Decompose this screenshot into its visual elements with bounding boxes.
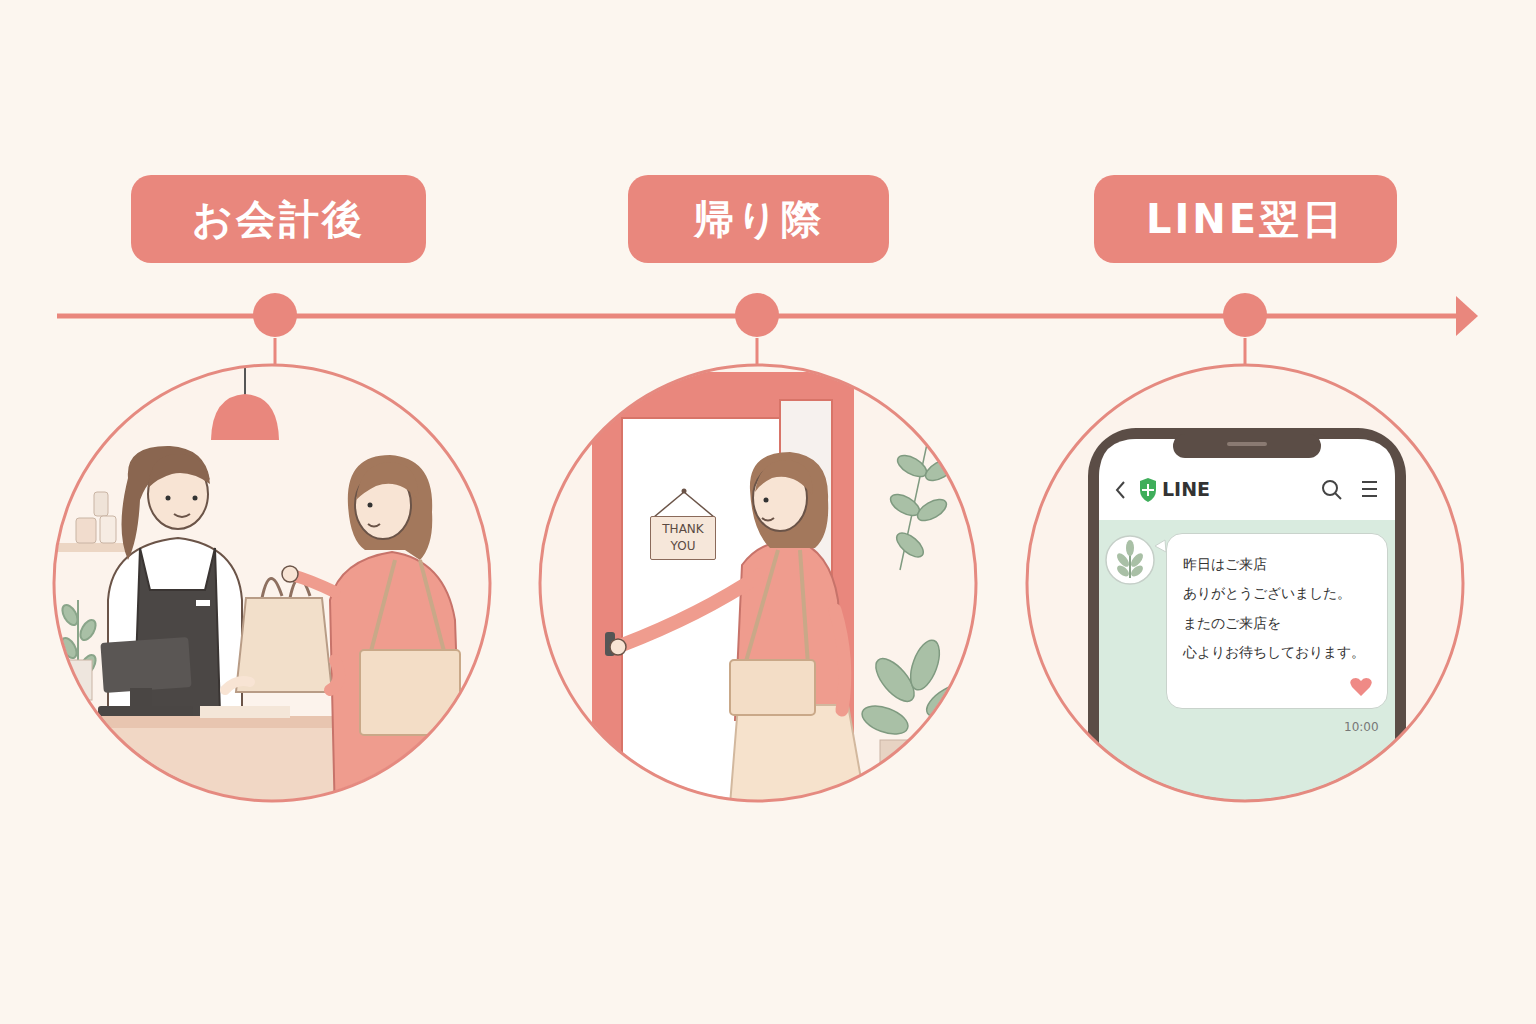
checkout-scene [40,355,489,842]
timeline [57,293,1478,366]
heart-icon [1349,676,1373,698]
node-text: THANK YOU [657,521,709,555]
node-text: LINE翌日 [1146,192,1345,247]
stage-pill: お会計後 [131,175,426,263]
message-bubble: 昨日はご来店 ありがとうございました。 またのご来店を 心よりお待ちしております… [1166,533,1388,709]
phone-scene [1028,366,1462,848]
stage-pill: LINE翌日 [1094,175,1397,263]
app-name: LINE [1162,478,1210,500]
node-text: お会計後 [192,192,365,247]
node-text: 帰り際 [694,192,824,247]
heart-shape [1350,677,1372,695]
leaving-scene [541,366,979,830]
stage-pill: 帰り際 [628,175,889,263]
node-text: 昨日はご来店 ありがとうございました。 またのご来店を 心よりお待ちしております… [1183,550,1373,668]
timestamp: 10:00 [1344,720,1379,734]
thank-you-sign: THANK YOU [650,516,716,560]
